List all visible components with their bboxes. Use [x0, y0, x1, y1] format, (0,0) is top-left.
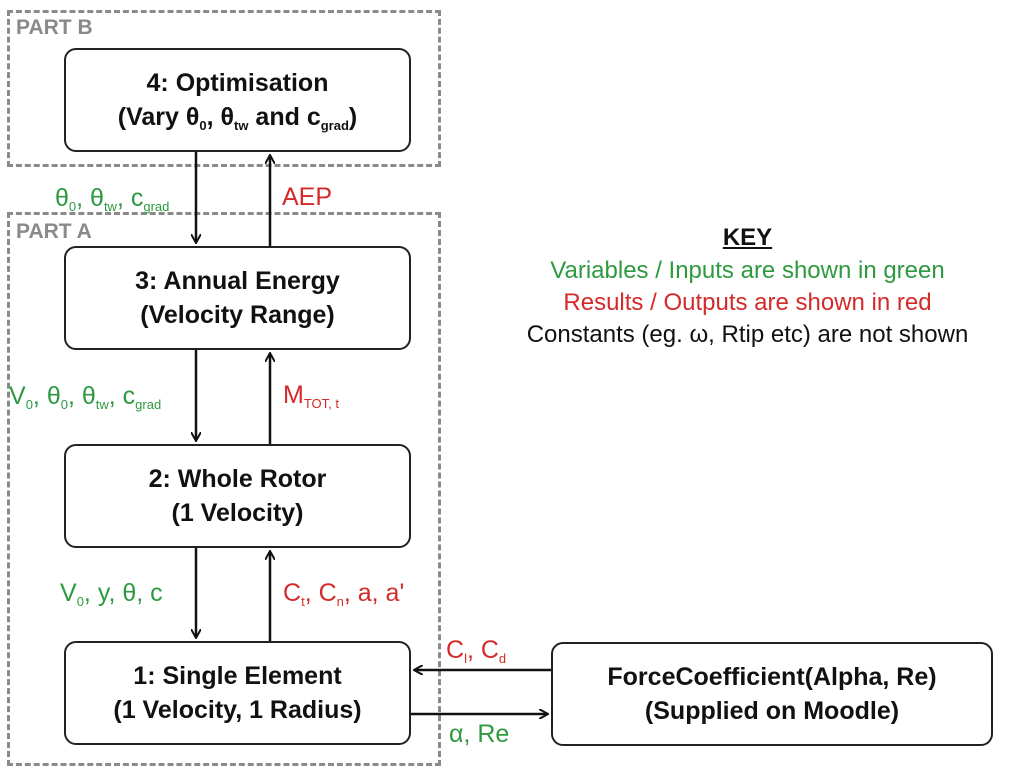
- energy-to-rotor-inputs-label: V0, θ0, θtw, cgrad: [9, 382, 162, 412]
- single-element-box: 1: Single Element (1 Velocity, 1 Radius): [64, 641, 411, 745]
- mtot-output-label: MTOT, t: [283, 381, 339, 411]
- force-to-element-outputs-label: Cl, Cd: [446, 636, 507, 666]
- part-b-label: PART B: [16, 16, 93, 39]
- force-coefficient-subtitle: (Supplied on Moodle): [644, 697, 900, 725]
- key-outputs-line: Results / Outputs are shown in red: [563, 289, 932, 316]
- single-element-title: 1: Single Element: [133, 662, 342, 690]
- part-a-region: [7, 212, 441, 766]
- whole-rotor-subtitle: (1 Velocity): [171, 499, 304, 527]
- part-b-region: [7, 10, 441, 167]
- single-element-subtitle: (1 Velocity, 1 Radius): [113, 696, 362, 724]
- optimisation-box: 4: Optimisation (Vary θ0, θtw and cgrad): [64, 48, 411, 152]
- part-a-label: PART A: [16, 220, 92, 243]
- aep-output-label: AEP: [282, 183, 333, 211]
- key-constants-line: Constants (eg. ω, Rtip etc) are not show…: [526, 321, 969, 348]
- whole-rotor-box: 2: Whole Rotor (1 Velocity): [64, 444, 411, 548]
- annual-energy-subtitle: (Velocity Range): [140, 301, 335, 329]
- optimisation-subtitle: (Vary θ0, θtw and cgrad): [117, 103, 358, 133]
- optimisation-title: 4: Optimisation: [146, 69, 329, 97]
- force-coefficient-box: ForceCoefficient(Alpha, Re) (Supplied on…: [551, 642, 993, 746]
- key-inputs-line: Variables / Inputs are shown in green: [550, 257, 945, 284]
- rotor-to-element-inputs-label: V0, y, θ, c: [60, 579, 163, 609]
- annual-energy-box: 3: Annual Energy (Velocity Range): [64, 246, 411, 350]
- element-to-force-inputs-label: α, Re: [449, 720, 510, 748]
- key-title: KEY: [722, 224, 773, 251]
- force-coefficient-title: ForceCoefficient(Alpha, Re): [607, 663, 937, 691]
- element-to-rotor-outputs-label: Ct, Cn, a, a': [283, 579, 405, 609]
- annual-energy-title: 3: Annual Energy: [135, 267, 340, 295]
- opt-to-energy-inputs-label: θ0, θtw, cgrad: [55, 184, 170, 214]
- whole-rotor-title: 2: Whole Rotor: [148, 465, 327, 493]
